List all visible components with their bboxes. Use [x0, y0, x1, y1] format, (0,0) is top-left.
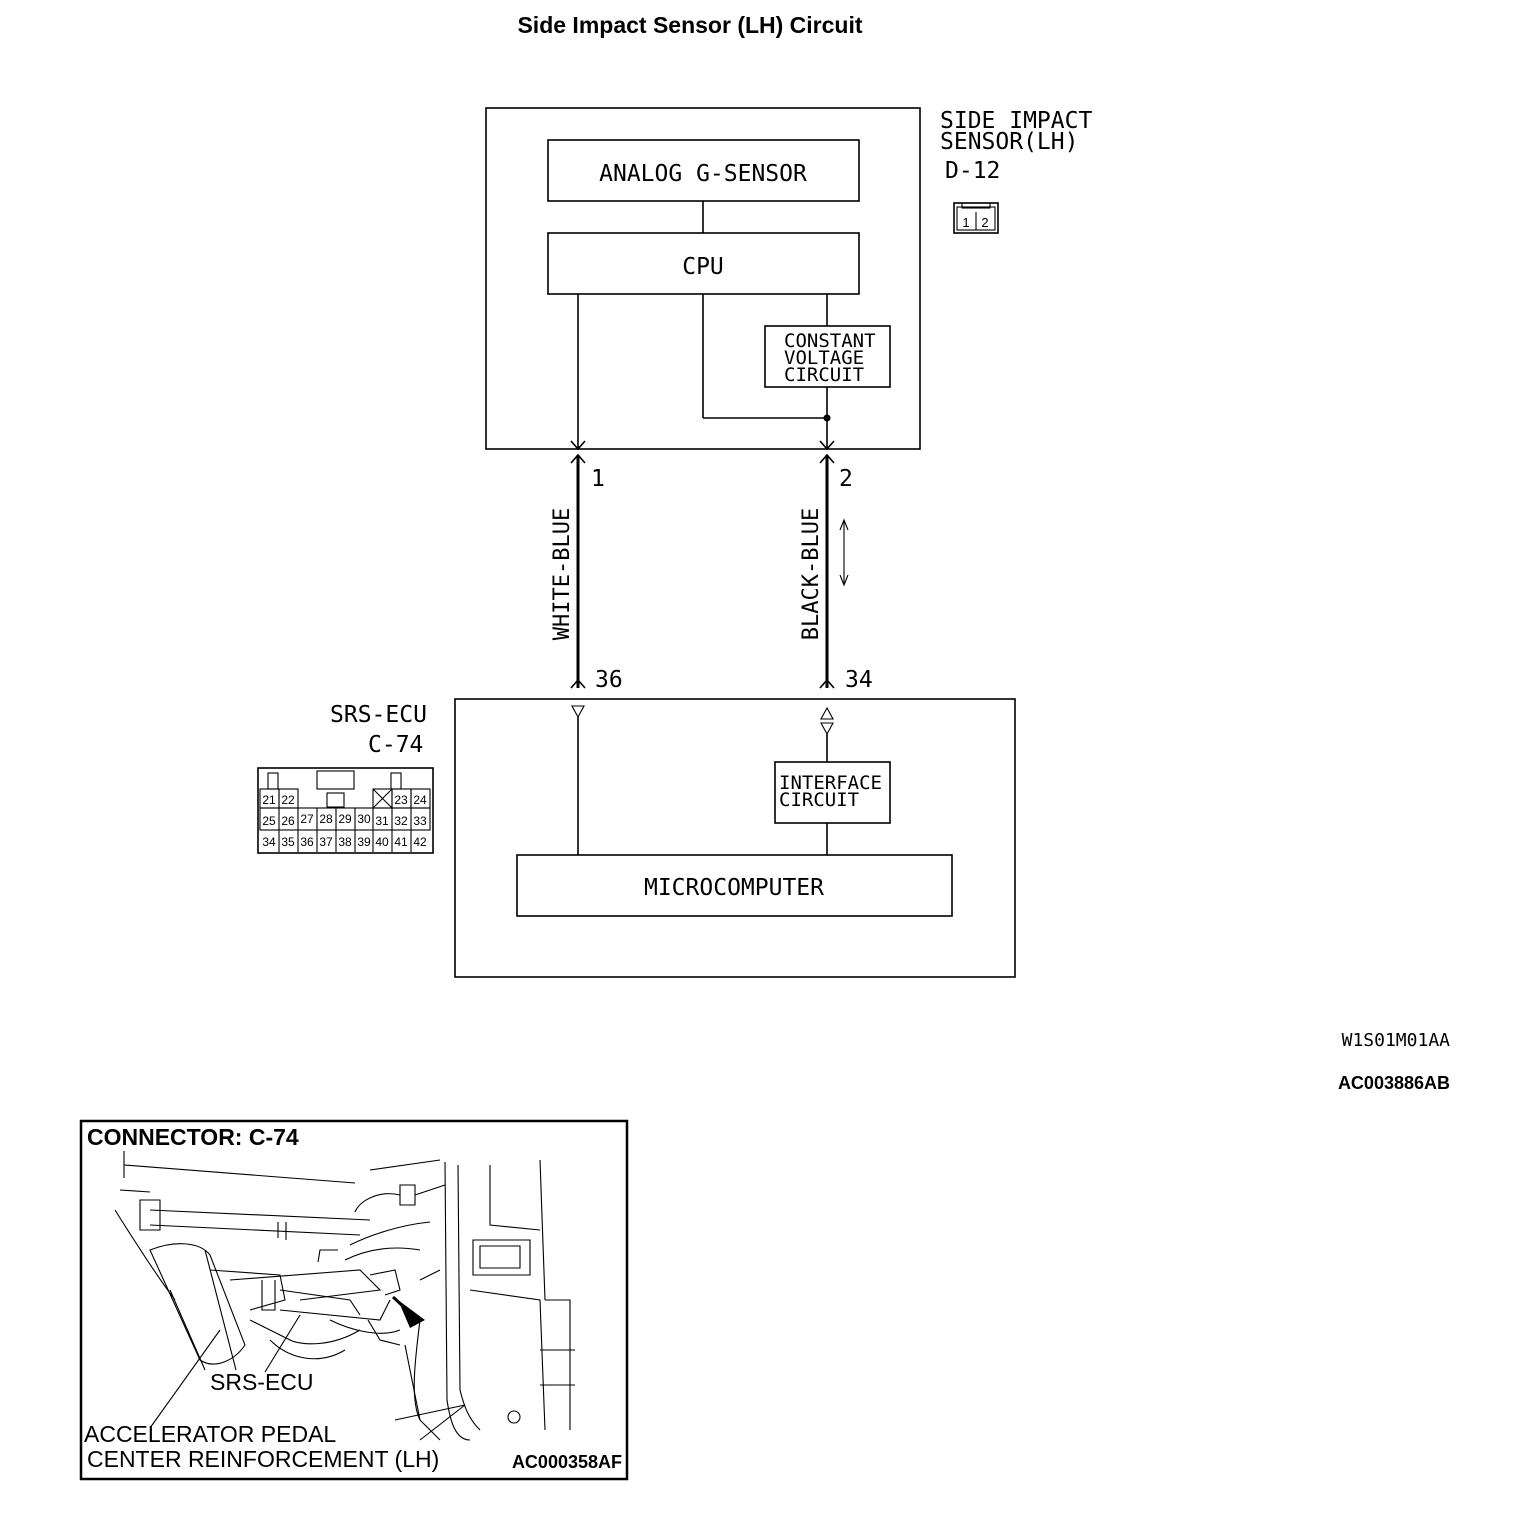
io-triangle-up-icon: [820, 706, 834, 720]
junction-dot: [823, 414, 831, 422]
c74-pin-38: 38: [338, 835, 352, 849]
sensor-name-line2: SENSOR(LH): [940, 129, 1078, 155]
c74-pin-33: 33: [413, 814, 427, 828]
ecu-pin-34: 34: [845, 667, 873, 693]
sensor-pin-1: 1: [591, 466, 605, 492]
c74-pin-28: 28: [319, 812, 333, 826]
page-title: Side Impact Sensor (LH) Circuit: [517, 12, 862, 38]
srs-ecu-unit: INTERFACE CIRCUIT MICROCOMPUTER: [454, 698, 1016, 978]
constant-voltage-label-3: CIRCUIT: [784, 364, 864, 386]
c74-pin-40: 40: [375, 835, 389, 849]
inset-frame: [79, 1119, 629, 1481]
inset-figure-code: AC000358AF: [512, 1452, 622, 1472]
wire-color-white-blue: WHITE-BLUE: [550, 508, 575, 640]
c74-pin-27: 27: [300, 812, 314, 826]
d12-pin-2: 2: [981, 215, 988, 230]
c74-pin-31: 31: [375, 814, 389, 828]
c74-pin-29: 29: [338, 812, 352, 826]
microcomputer-block: [516, 854, 953, 917]
io-triangle-down-icon: [820, 722, 834, 736]
bidirectional-arrow-icon: [839, 518, 849, 587]
c74-pin-37: 37: [319, 835, 333, 849]
connector-location-inset: CONNECTOR: C-74: [79, 1119, 629, 1481]
constant-voltage-label-2: VOLTAGE: [784, 347, 864, 369]
c74-pin-26: 26: [281, 814, 295, 828]
ecu-pin-36: 36: [595, 667, 623, 693]
input-triangle-icon: [571, 705, 585, 719]
c74-pin-42: 42: [413, 835, 427, 849]
c74-pin-30: 30: [357, 812, 371, 826]
cpu-block: [547, 232, 860, 295]
sensor-connector-id: D-12: [945, 158, 1000, 184]
constant-voltage-block: [764, 325, 891, 388]
cpu-label: CPU: [682, 254, 724, 280]
sensor-enclosure: [485, 107, 921, 450]
c74-pin-35: 35: [281, 835, 295, 849]
c74-pin-32: 32: [394, 814, 408, 828]
c74-pin-21: 21: [262, 793, 276, 807]
diagram-code: W1S01M01AA: [1342, 1030, 1451, 1051]
ecu-connector-id: C-74: [368, 732, 423, 758]
d12-connector-icon: 1 2: [953, 202, 999, 234]
interface-circuit-block: [774, 761, 891, 824]
microcomputer-label: MICROCOMPUTER: [644, 875, 824, 901]
constant-voltage-label-1: CONSTANT: [784, 330, 876, 352]
interface-label-2: CIRCUIT: [779, 789, 859, 811]
sensor-unit: ANALOG G-SENSOR CPU CONSTANT VOLTAGE CIR…: [485, 107, 921, 451]
c74-connector-icon: 21 22 23 24 25 26 27 28 29 30 31 32 33 3…: [257, 767, 434, 854]
c74-pin-24: 24: [413, 793, 427, 807]
c74-pin-23: 23: [394, 793, 408, 807]
analog-g-sensor-label: ANALOG G-SENSOR: [599, 161, 807, 187]
c74-pin-36: 36: [300, 835, 314, 849]
ecu-name: SRS-ECU: [330, 702, 427, 728]
sensor-name-line1: SIDE IMPACT: [940, 108, 1092, 134]
figure-code: AC003886AB: [1338, 1073, 1450, 1093]
inset-title: CONNECTOR: C-74: [87, 1124, 299, 1150]
ecu-enclosure: [454, 698, 1016, 978]
wire-white-blue: [570, 453, 586, 689]
interface-label-1: INTERFACE: [779, 772, 882, 794]
inset-label-pedal-1: ACCELERATOR PEDAL: [84, 1421, 336, 1447]
c74-pin-22: 22: [281, 793, 295, 807]
c74-pin-41: 41: [394, 835, 408, 849]
inset-label-pedal-2: CENTER REINFORCEMENT (LH): [87, 1446, 439, 1472]
c74-pin-34: 34: [262, 835, 276, 849]
d12-pin-1: 1: [962, 215, 969, 230]
sensor-pin-2: 2: [839, 466, 853, 492]
inset-label-srs-ecu: SRS-ECU: [210, 1369, 314, 1395]
c74-pin-25: 25: [262, 814, 276, 828]
c74-pin-39: 39: [357, 835, 371, 849]
wire-color-black-blue: BLACK-BLUE: [799, 508, 824, 640]
vehicle-illustration: [114, 1151, 575, 1441]
wire-black-blue: [819, 453, 835, 689]
